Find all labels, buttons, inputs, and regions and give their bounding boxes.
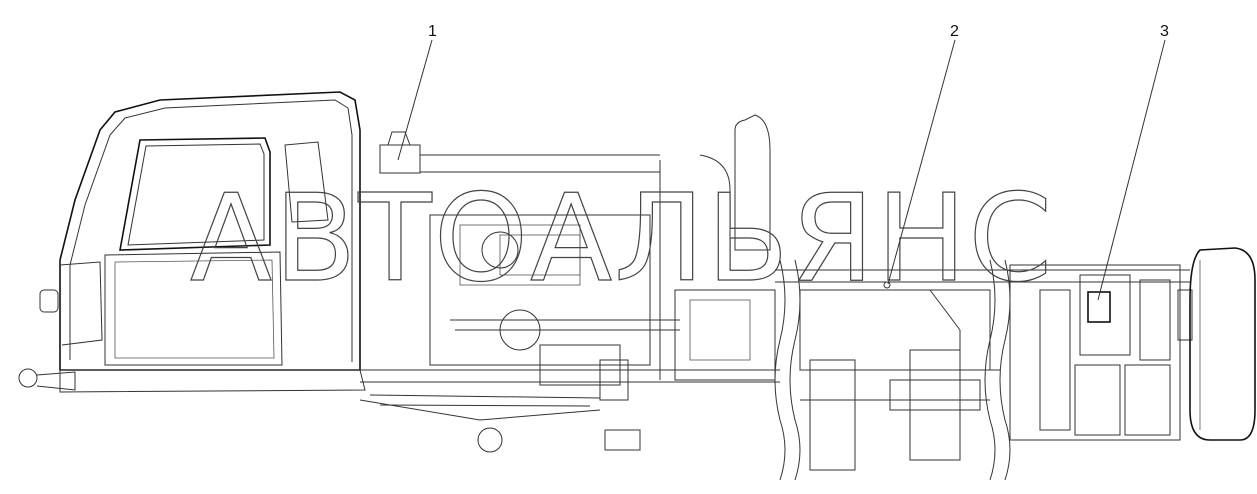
callout-leaders [397, 39, 1166, 301]
watermark-text: АВТОАЛЬЯНС [190, 170, 1054, 309]
middle-axle [799, 281, 991, 471]
rear-wheel [1189, 247, 1256, 441]
callout-3: 3 [1160, 23, 1169, 40]
cab [18, 91, 366, 393]
front-suspension [359, 359, 641, 453]
callout-2: 2 [950, 23, 959, 40]
reservoir-assembly [379, 131, 660, 174]
callout-1: 1 [428, 23, 437, 40]
engine-assembly [429, 214, 776, 386]
rear-section [1009, 264, 1193, 441]
exhaust-stack [659, 114, 771, 380]
